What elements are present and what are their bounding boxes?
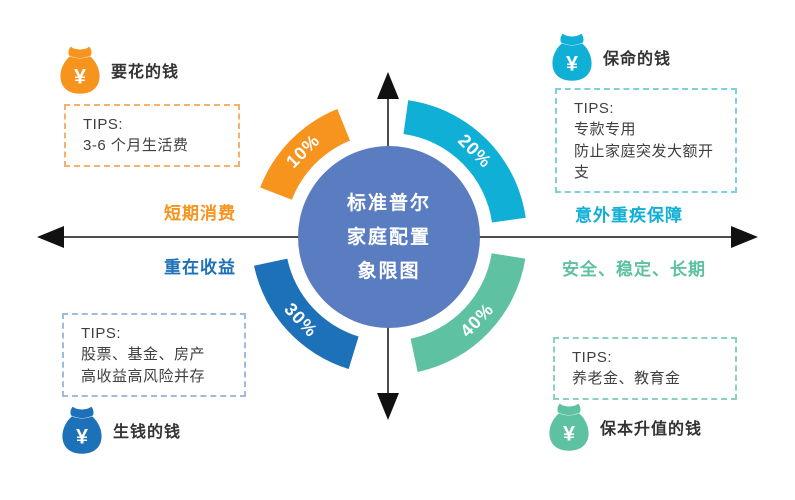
- money-bag-icon: ¥: [60, 46, 100, 94]
- tips-box-protection: TIPS: 专款专用 防止家庭突发大额开支: [555, 88, 737, 194]
- money-bag-icon: ¥: [62, 406, 102, 454]
- slogan-safe-stable-longterm: 安全、稳定、长期: [562, 260, 706, 279]
- slogan-accident-illness-cover: 意外重疾保障: [575, 206, 683, 225]
- down-arrowhead-icon: [377, 393, 399, 420]
- tips-box-spending: TIPS: 3-6 个月生活费: [64, 104, 240, 167]
- money-bag-group-spending: ¥ 要花的钱: [60, 44, 179, 96]
- arc-segment-protection: [403, 100, 526, 223]
- chart-center-title: 标准普尔 家庭配置 象限图: [346, 193, 431, 282]
- allocation-arcs: 10%20%30%40%: [254, 100, 526, 372]
- yuan-symbol: ¥: [76, 423, 88, 448]
- tips-box-growth: TIPS: 股票、基金、房产 高收益高风险并存: [62, 313, 246, 397]
- bag-label: 生钱的钱: [113, 424, 182, 441]
- money-bag-group-preservation: ¥ 保本升值的钱: [549, 401, 702, 453]
- bag-label: 保命的钱: [603, 51, 672, 68]
- money-bag-icon: ¥: [552, 33, 592, 81]
- arc-segment-preservation: [410, 253, 526, 372]
- tips-box-preservation: TIPS: 养老金、教育金: [553, 337, 737, 400]
- up-arrowhead-icon: [377, 72, 399, 99]
- money-bag-group-protection: ¥ 保命的钱: [552, 31, 671, 83]
- arc-segment-growth: [254, 258, 359, 369]
- arc-segment-spending: [260, 109, 350, 200]
- bag-label: 保本升值的钱: [600, 421, 703, 438]
- yuan-symbol: ¥: [74, 63, 86, 88]
- money-bag-icon: ¥: [549, 403, 589, 451]
- right-arrowhead-icon: [731, 226, 758, 248]
- yuan-symbol: ¥: [563, 420, 575, 445]
- money-bag-group-growth: ¥ 生钱的钱: [62, 404, 181, 456]
- center-circle: [298, 146, 480, 328]
- left-arrowhead-icon: [37, 226, 64, 248]
- bag-label: 要花的钱: [111, 64, 180, 81]
- yuan-symbol: ¥: [566, 50, 578, 75]
- slogan-focus-on-returns: 重在收益: [164, 258, 236, 277]
- slogan-short-term-spending: 短期消费: [164, 204, 236, 223]
